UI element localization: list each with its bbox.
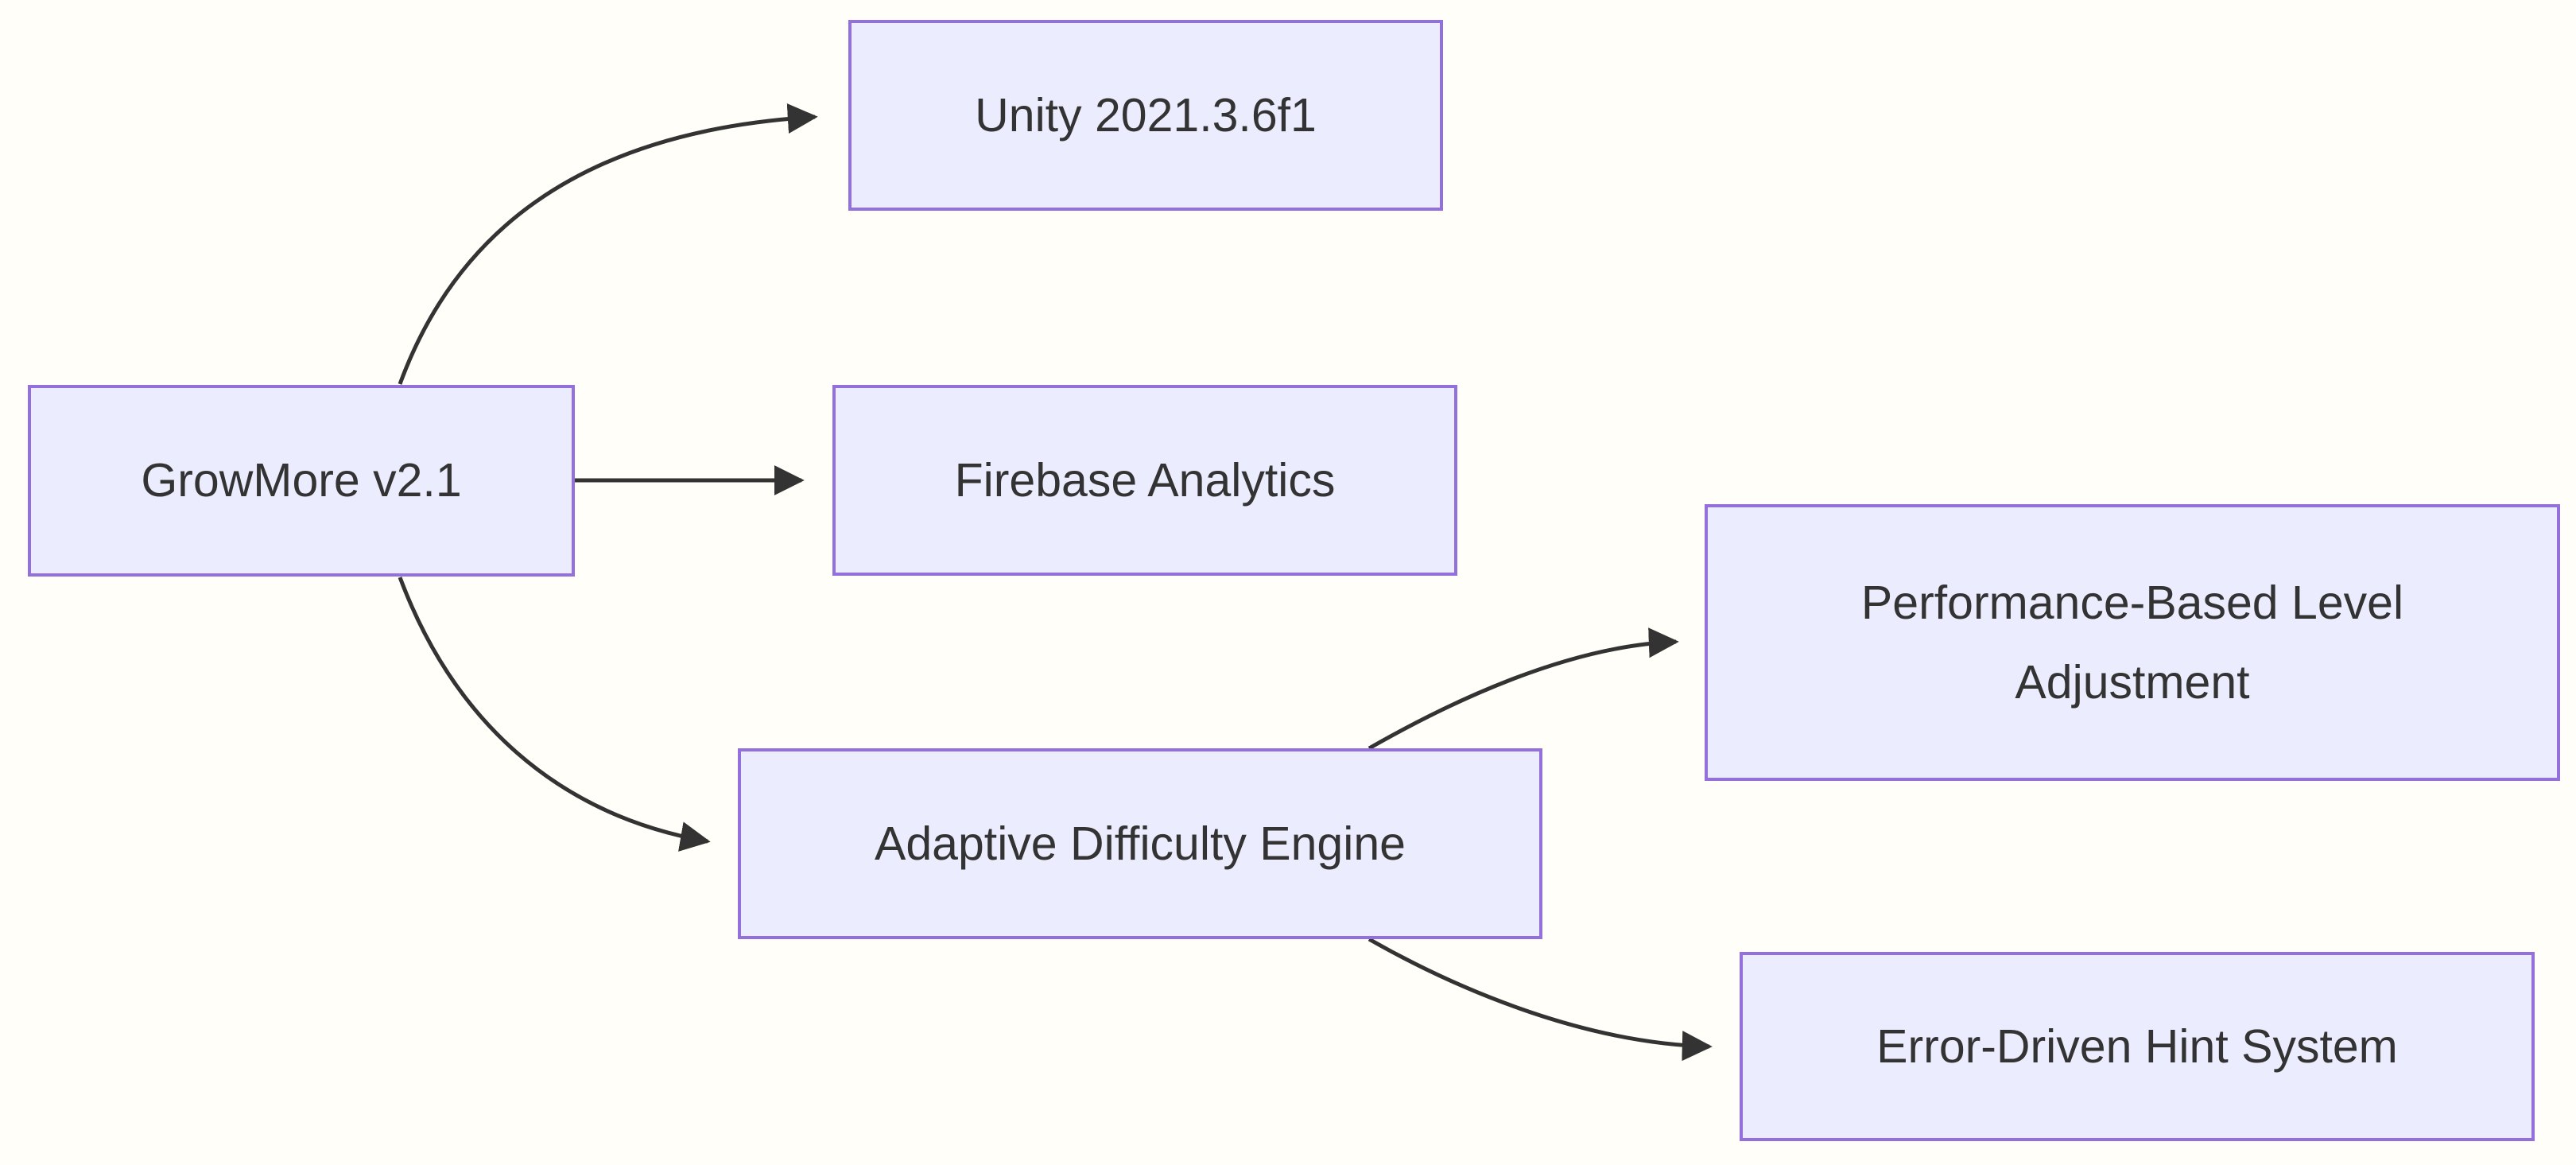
node-growmore: GrowMore v2.1 <box>28 385 575 577</box>
node-growmore-label: GrowMore v2.1 <box>141 454 462 507</box>
node-unity-label: Unity 2021.3.6f1 <box>975 88 1317 142</box>
node-adaptive-label: Adaptive Difficulty Engine <box>875 817 1406 870</box>
node-adaptive: Adaptive Difficulty Engine <box>738 748 1542 939</box>
node-firebase: Firebase Analytics <box>832 385 1457 576</box>
node-performance-label: Performance-Based Level Adjustment <box>1860 576 2404 709</box>
node-unity: Unity 2021.3.6f1 <box>848 20 1443 211</box>
edge-adaptive-error <box>1368 937 1713 1062</box>
edge-adaptive-performance <box>1368 627 1679 751</box>
edge-growmore-adaptive <box>398 577 711 852</box>
edge-growmore-unity <box>398 103 818 385</box>
node-performance: Performance-Based Level Adjustment <box>1705 504 2560 781</box>
node-error: Error-Driven Hint System <box>1740 952 2535 1141</box>
node-error-label: Error-Driven Hint System <box>1876 1019 2398 1073</box>
node-firebase-label: Firebase Analytics <box>954 453 1336 507</box>
